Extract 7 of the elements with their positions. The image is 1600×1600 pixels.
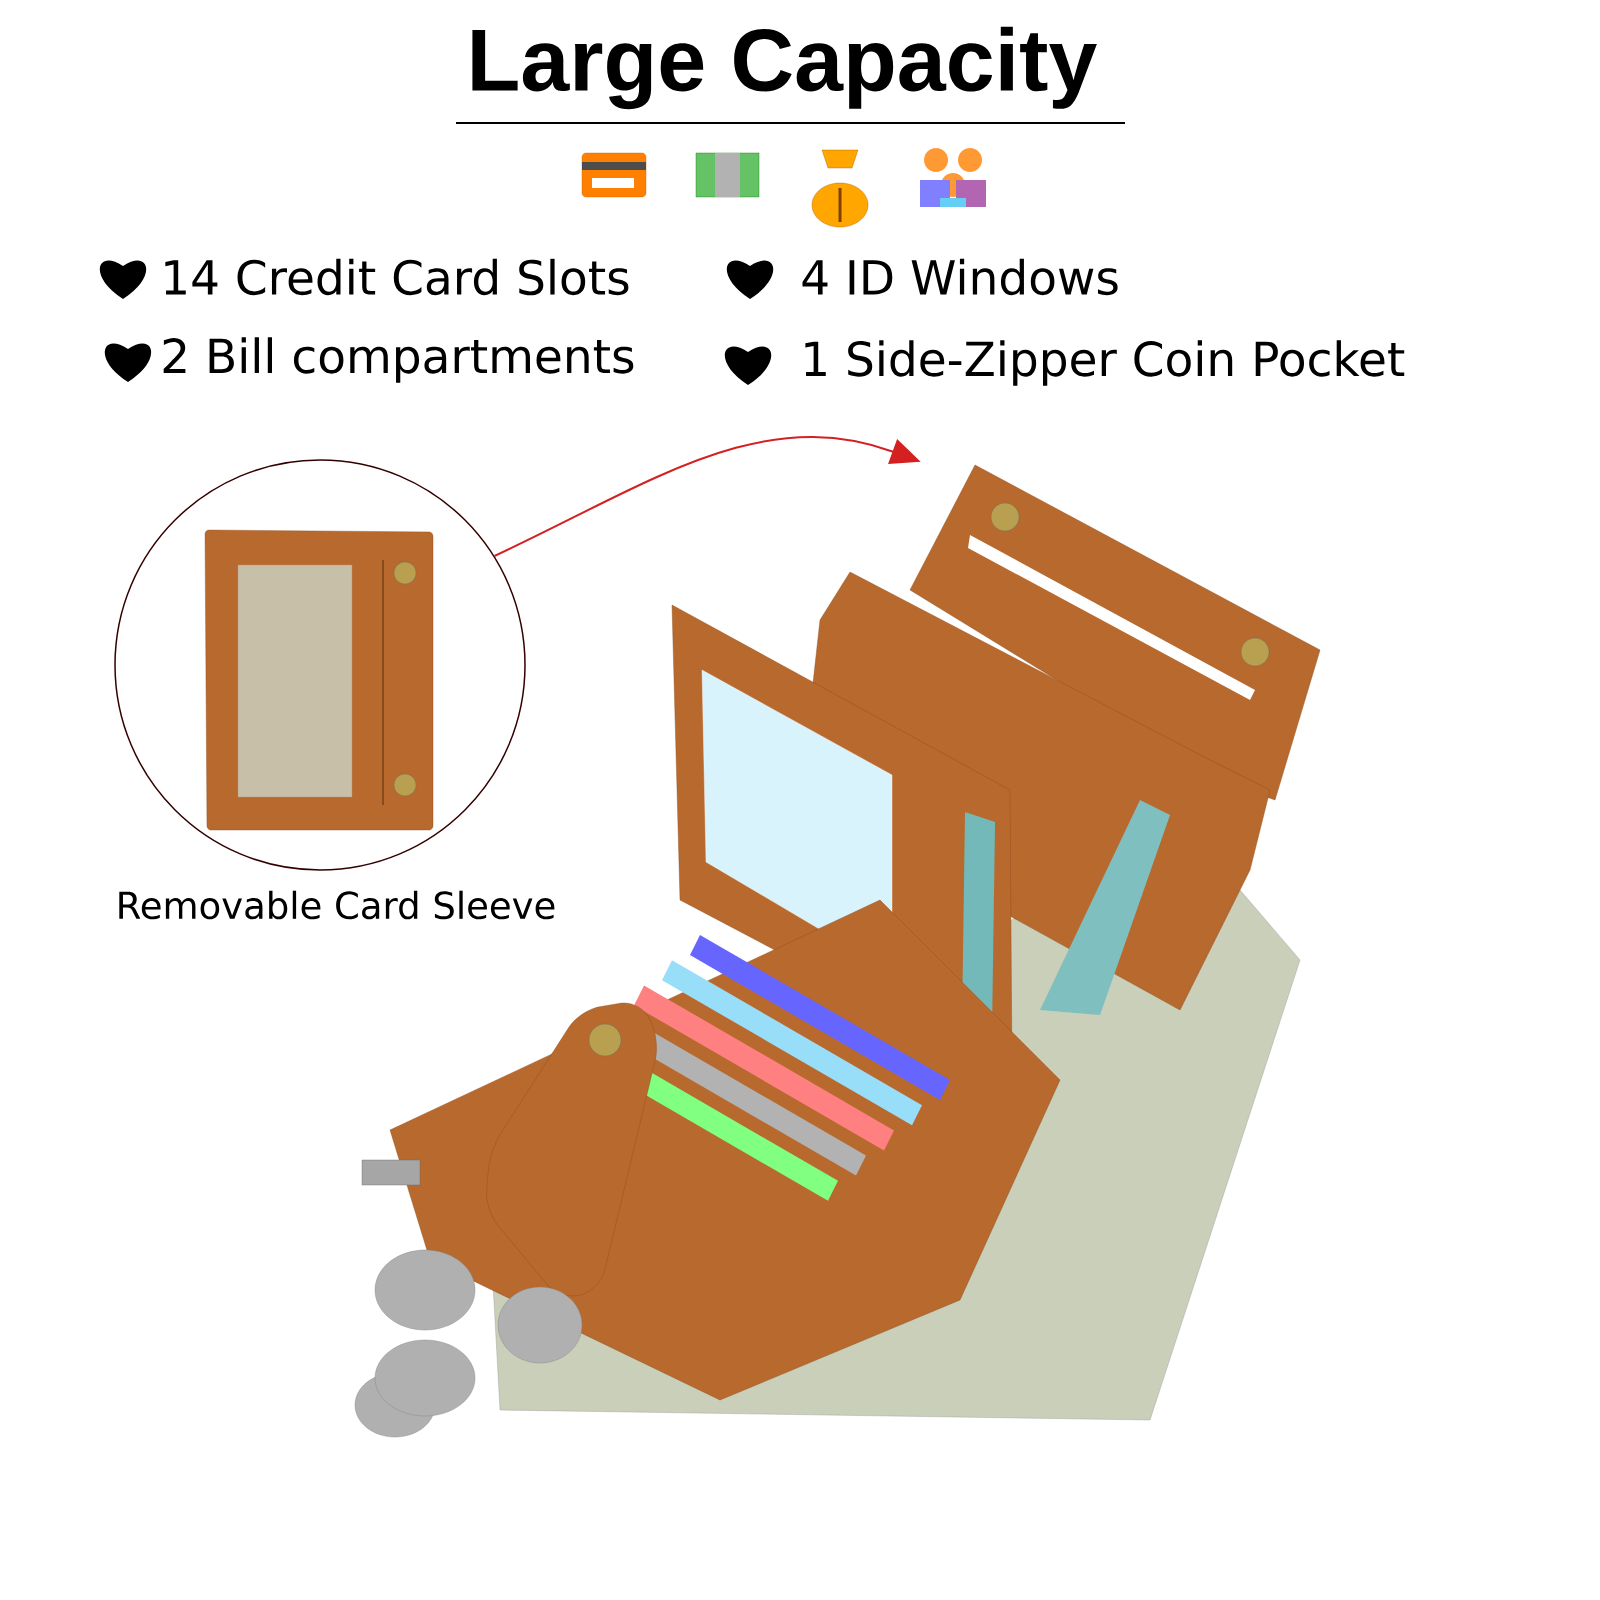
title: Large Capacity: [472, 26, 1097, 110]
feature-label: 14 Credit Card Slots: [165, 258, 629, 296]
feature-label: 2 Bill compartments: [163, 337, 634, 383]
sleeve-label: Removable Card Sleeve: [119, 890, 555, 920]
circle-inset: [114, 459, 526, 871]
feature-label: 1 Side-Zipper Coin Pocket: [805, 340, 1405, 386]
feature-label: 4 ID Windows: [802, 258, 1118, 296]
